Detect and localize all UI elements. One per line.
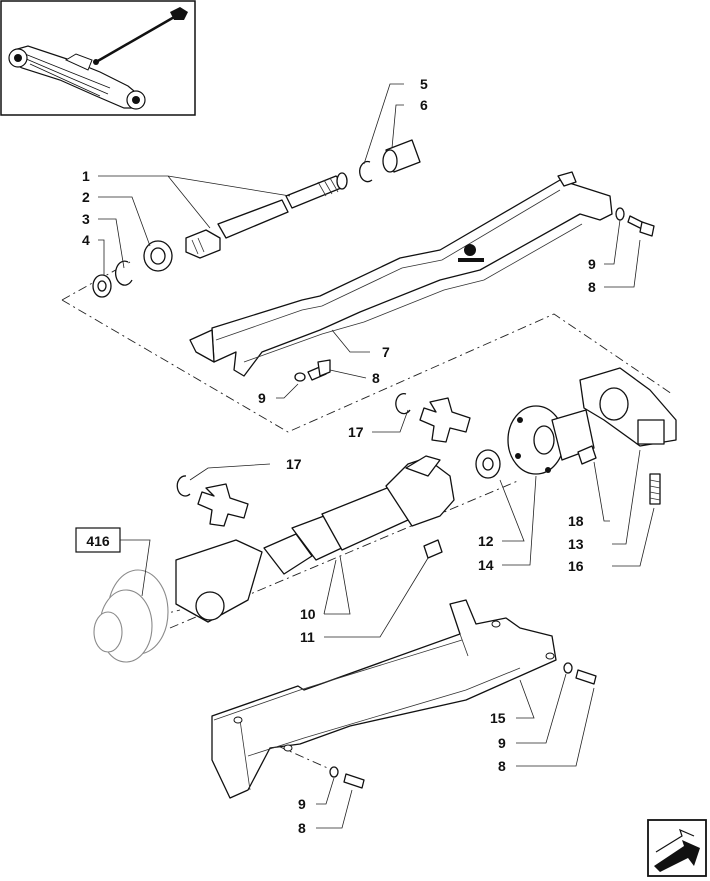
bracket-bolt[interactable] [649,473,661,505]
sleeve[interactable] [382,139,421,173]
washer-upper-right[interactable] [615,207,625,221]
callout-15: 15 [490,710,506,726]
screw-upper-right[interactable] [627,215,655,237]
callout-5: 5 [420,76,428,92]
callout-3: 3 [82,211,90,227]
callout-2: 2 [82,189,90,205]
upper-drive-shaft[interactable] [185,172,348,259]
callout-6: 6 [420,97,428,113]
washer-lower-left[interactable] [329,766,339,778]
callout-9-upper-left: 9 [258,390,266,406]
callout-9-upper-right: 9 [588,256,596,272]
callout-8-lower-left: 8 [298,820,306,836]
universal-joint-lower[interactable] [176,475,249,527]
callout-8-upper-right: 8 [588,279,596,295]
callout-8-upper-left: 8 [372,370,380,386]
lower-guard[interactable] [211,599,557,799]
gearbox-output[interactable] [93,569,169,663]
manufacturer-logo [458,244,484,262]
support-bracket[interactable] [579,367,677,447]
callout-13: 13 [568,536,584,552]
circlip[interactable] [359,160,373,183]
callout-17-upper: 17 [348,424,364,440]
universal-joint-upper[interactable] [395,392,471,443]
callout-11: 11 [300,629,315,645]
callout-labels: 1 2 3 4 5 6 7 8 9 9 8 17 17 12 14 18 13 … [82,76,596,836]
screw-upper-left[interactable] [307,359,331,381]
callout-18: 18 [568,513,584,529]
bolt-hub[interactable] [577,445,597,465]
screw-lower-left[interactable] [343,773,365,789]
reference-box-label: 416 [86,533,110,549]
reference-box-416[interactable]: 416 [75,527,121,553]
seal-ring[interactable] [475,449,501,479]
bushing[interactable] [92,274,112,298]
screw-lower-right[interactable] [575,669,597,685]
callout-14: 14 [478,557,494,573]
telescopic-shaft[interactable] [175,455,455,623]
washer-lower-right[interactable] [563,662,573,674]
upper-guard[interactable] [189,171,613,377]
callout-8-lower-right: 8 [498,758,506,774]
grease-nipple[interactable] [423,539,443,559]
callout-1: 1 [82,168,90,184]
callout-7: 7 [382,344,390,360]
next-page-arrow-icon[interactable] [647,819,707,877]
leader-lines [98,83,655,829]
callout-12: 12 [478,533,494,549]
callout-9-lower-right: 9 [498,735,506,751]
callout-9-lower-left: 9 [298,796,306,812]
callout-16: 16 [568,558,584,574]
bearing[interactable] [143,240,173,272]
callout-10: 10 [300,606,316,622]
callout-4: 4 [82,232,90,248]
flange-hub[interactable] [507,405,595,475]
callout-17-lower: 17 [286,456,302,472]
washer-upper-left[interactable] [294,372,306,382]
axle-inset-thumbnail[interactable] [0,0,196,116]
